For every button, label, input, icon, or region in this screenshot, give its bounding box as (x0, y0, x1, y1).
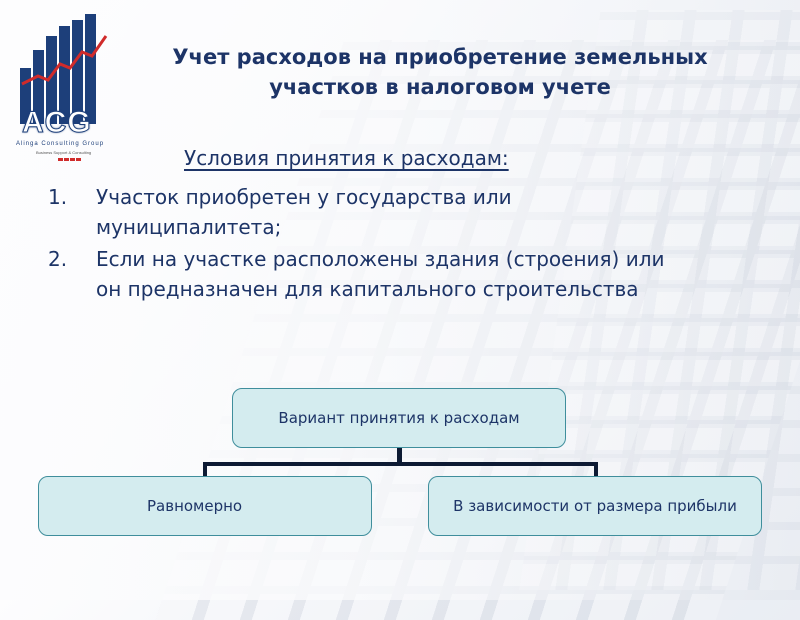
logo-company-name: Alinga Consulting Group (16, 141, 105, 147)
logo-letters: ACG (22, 106, 92, 140)
diagram-root-node: Вариант принятия к расходам (232, 388, 566, 448)
condition-item: 1. Участок приобретен у государства или … (48, 182, 668, 242)
connector-left-drop (203, 462, 207, 476)
condition-number: 1. (48, 185, 68, 209)
diagram-node-uniform: Равномерно (38, 476, 372, 536)
logo-trend-line-icon (21, 35, 108, 86)
logo-tagline: Business Support & Consulting (36, 150, 92, 155)
logo-dots (58, 158, 82, 161)
condition-text: Участок приобретен у государства или мун… (96, 185, 512, 239)
diagram-node-profit-dependent: В зависимости от размера прибыли (428, 476, 762, 536)
slide-title: Учет расходов на приобретение земельных … (172, 45, 708, 99)
connector-right-drop (594, 462, 598, 476)
connector-root-stem (397, 448, 402, 464)
company-logo: ACG Alinga Consulting Group Business Sup… (14, 14, 114, 161)
conditions-list: 1. Участок приобретен у государства или … (48, 182, 668, 306)
condition-item: 2. Если на участке расположены здания (с… (48, 244, 668, 304)
condition-number: 2. (48, 247, 68, 271)
connector-horizontal-bar (203, 462, 598, 466)
conditions-heading: Условия принятия к расходам: (184, 146, 509, 170)
condition-text: Если на участке расположены здания (стро… (96, 247, 665, 301)
logo-bars-graphic (20, 14, 108, 124)
